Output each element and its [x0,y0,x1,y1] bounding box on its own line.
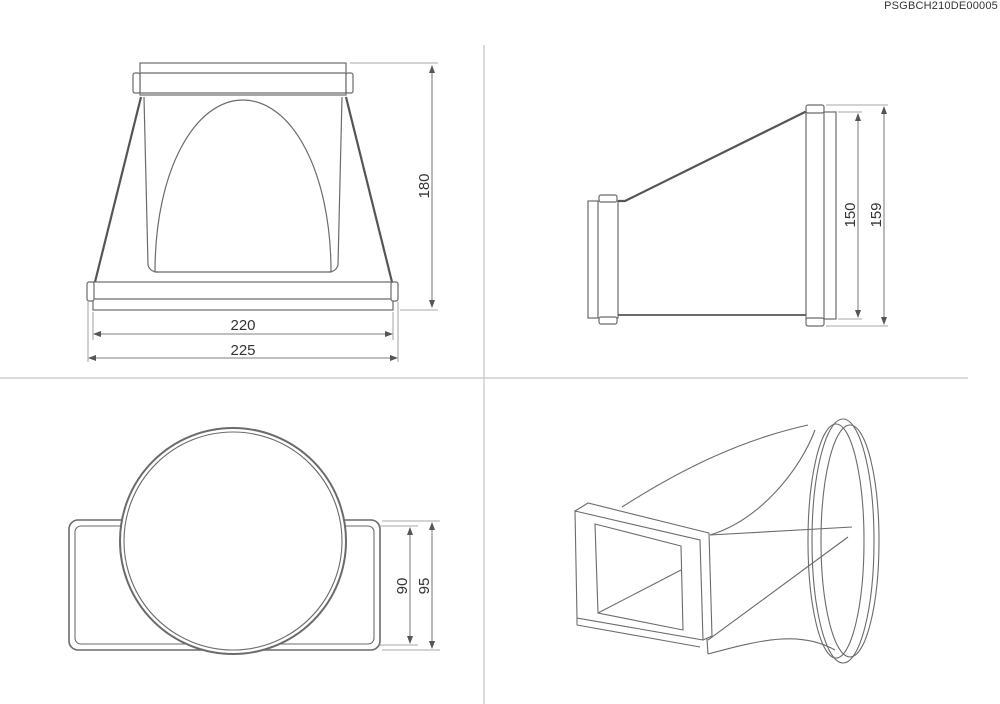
isometric-view [574,418,880,664]
end-view [68,427,381,655]
side-view [587,104,837,327]
dimension-label-150: 150 [842,202,859,227]
end-view-dimensions [378,520,440,651]
dimension-label-180: 180 [416,173,433,198]
front-view [86,62,399,311]
quadrant-dividers [0,45,968,704]
drawing-code: PSGBCH210DE00005 [884,0,998,12]
side-view-dimensions [826,104,888,327]
dimension-label-159: 159 [868,202,885,227]
dimension-label-220: 220 [230,317,255,334]
front-view-dimensions [87,62,438,362]
dimension-label-95: 95 [416,578,433,595]
dimension-label-90: 90 [394,578,411,595]
dimension-label-225: 225 [230,342,255,359]
